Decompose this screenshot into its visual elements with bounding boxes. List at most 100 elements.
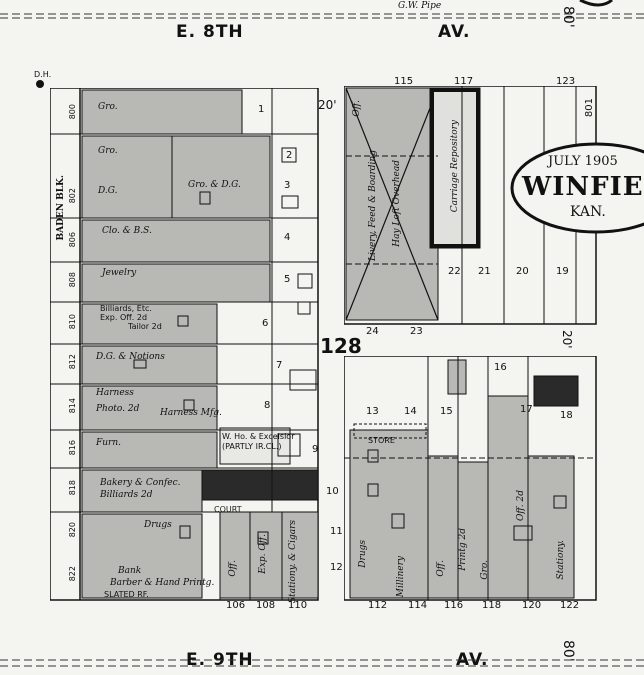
lot-10: 10: [326, 486, 339, 497]
address-806: 806: [68, 232, 77, 248]
dim-right: 20': [560, 330, 574, 349]
occupant-bank: Bank: [118, 566, 142, 576]
lot-5: 5: [284, 274, 291, 285]
occupant-barber: Barber & Hand Printg.: [110, 578, 215, 588]
address-120: 120: [522, 600, 542, 611]
occupant-stationery-east: Stationy.: [556, 540, 566, 580]
address-112: 112: [368, 600, 388, 611]
address-802: 802: [68, 188, 77, 204]
lot-14: 14: [404, 406, 417, 417]
occupant-clo-bs: Clo. & B.S.: [102, 226, 152, 236]
lot-13: 13: [366, 406, 379, 417]
occupant-off-east: Off.: [436, 560, 446, 577]
occupant-dg-notions: D.G. & Notions: [96, 352, 165, 362]
lot-24: 24: [366, 326, 379, 337]
stamp-city: WINFIEL: [522, 172, 644, 202]
dh-marker: D.H.: [34, 70, 52, 79]
address-810: 810: [68, 314, 77, 330]
lot-2: 2: [286, 150, 293, 161]
address-118: 118: [482, 600, 502, 611]
occupant-livery: Livery, Feed & Boarding: [368, 150, 378, 261]
occupant-hay-loft: Hay Loft Overhead: [392, 160, 402, 247]
street-e8th-left: E. 8TH: [176, 22, 244, 42]
address-820: 820: [68, 522, 77, 538]
address-123: 123: [556, 76, 576, 87]
lot-19: 19: [556, 266, 569, 277]
occupant-harness: Harness: [96, 388, 134, 398]
lot-7: 7: [276, 360, 283, 371]
stamp-state: KAN.: [570, 204, 606, 220]
occupant-off-2d: Off. 2d: [516, 490, 526, 521]
occupant-livery-office: Off.: [352, 100, 362, 117]
occupant-exp-off: Exp. Off. 2d: [100, 313, 148, 322]
occupant-stationery: Stationy. & Cigars: [288, 520, 298, 604]
occupant-gro-east: Gro.: [480, 560, 490, 580]
lot-6: 6: [262, 318, 269, 329]
block-number: 128: [320, 334, 362, 358]
address-800: 800: [68, 104, 77, 120]
address-808: 808: [68, 272, 77, 288]
lot-22: 22: [448, 266, 461, 277]
occupant-billiards-2d: Billiards 2d: [100, 490, 153, 500]
stamp-date: JULY 1905: [548, 154, 618, 169]
lot-17: 17: [520, 404, 533, 415]
address-108: 108: [256, 600, 276, 611]
occupant-jewelry: Jewelry: [102, 268, 137, 278]
lot-9: 9: [312, 444, 319, 455]
pipe-label: G.W. Pipe: [398, 1, 442, 11]
baden-block-label: BADEN BLK.: [56, 175, 66, 241]
address-122: 122: [560, 600, 580, 611]
occupant-bakery: Bakery & Confec.: [100, 478, 181, 488]
occupant-drugs-east: Drugs: [358, 540, 368, 568]
occupant-millinery: Millinery: [396, 556, 406, 598]
city-stamp-oval: [510, 142, 644, 234]
occupant-dg: D.G.: [98, 186, 118, 196]
address-818: 818: [68, 480, 77, 496]
occupant-carriage-repository: Carriage Repository: [450, 120, 460, 213]
occupant-tailor: Tailor 2d: [128, 322, 162, 331]
occupant-billiards: Billiards, Etc.: [100, 304, 152, 313]
lot-11: 11: [330, 526, 343, 537]
address-814: 814: [68, 398, 77, 414]
occupant-photo: Photo. 2d: [96, 404, 140, 414]
lot-23: 23: [410, 326, 423, 337]
lot-15: 15: [440, 406, 453, 417]
occupant-gro-1: Gro.: [98, 102, 118, 112]
occupant-drugs: Drugs: [144, 520, 172, 530]
store-label: STORE: [368, 436, 395, 445]
occupant-off: Off.: [228, 560, 238, 577]
lot-1: 1: [258, 104, 265, 115]
occupant-furn: Furn.: [96, 438, 122, 448]
west-block-plan: [50, 88, 319, 601]
occupant-harness-mfg: Harness Mfg.: [160, 408, 222, 418]
address-114: 114: [408, 600, 428, 611]
occupant-gro-dg: Gro. & D.G.: [188, 180, 241, 190]
address-115: 115: [394, 76, 414, 87]
lot-21: 21: [478, 266, 491, 277]
slated-roof: SLATED RF.: [104, 590, 149, 599]
court-label: COURT: [214, 505, 242, 514]
lot-16: 16: [494, 362, 507, 373]
address-801: 801: [584, 98, 595, 118]
lot-3: 3: [284, 180, 291, 191]
street-width-top: 80': [560, 6, 576, 28]
occupant-exp-off-2: Exp. Off.: [258, 534, 268, 574]
occupant-gro-2: Gro.: [98, 146, 118, 156]
lot-12: 12: [330, 562, 343, 573]
street-width-bottom: 80': [560, 640, 576, 662]
address-117: 117: [454, 76, 474, 87]
address-822: 822: [68, 566, 77, 582]
address-816: 816: [68, 440, 77, 456]
east-lower-block-plan: [344, 356, 597, 601]
lot-18: 18: [560, 410, 573, 421]
street-av-top-right: AV.: [438, 22, 471, 42]
address-812: 812: [68, 354, 77, 370]
lot-4: 4: [284, 232, 291, 243]
lot-8: 8: [264, 400, 271, 411]
address-110: 110: [288, 600, 308, 611]
address-106: 106: [226, 600, 246, 611]
address-116: 116: [444, 600, 464, 611]
occupant-warehouse: W. Ho. & Excelsior (PARTLY IR.CL.): [222, 432, 295, 451]
occupant-printg: Printg 2d: [458, 528, 468, 571]
